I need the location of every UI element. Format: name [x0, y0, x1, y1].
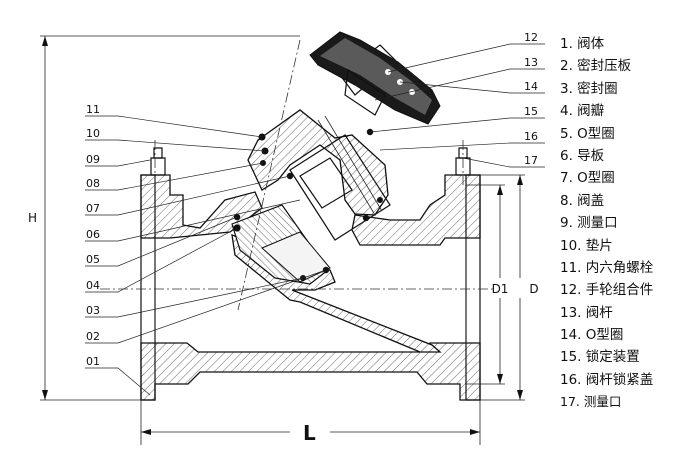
legend-item-9: 9. 测量口: [560, 215, 618, 232]
callout-04: 04: [86, 279, 100, 292]
callout-03: 03: [86, 304, 100, 317]
right-callouts: 12 13 14 15 16 17: [524, 31, 538, 167]
callout-13: 13: [524, 56, 538, 69]
callout-14: 14: [524, 80, 538, 93]
centerlines: [100, 39, 495, 311]
legend-item-6: 6. 导板: [560, 147, 605, 164]
legend-item-12: 12. 手轮组合件: [560, 282, 654, 299]
legend-item-15: 15. 锁定装置: [560, 349, 640, 366]
legend-item-8: 8. 阀盖: [560, 192, 605, 209]
callout-06: 06: [86, 228, 100, 241]
legend-item-17: 17. 测量口: [560, 394, 622, 410]
callout-15: 15: [524, 105, 538, 118]
bonnet: [247, 109, 389, 216]
valve-body: [140, 174, 481, 401]
dim-label-d1: D1: [492, 282, 509, 296]
dim-label-d: D: [529, 282, 538, 296]
callout-02: 02: [86, 330, 100, 343]
legend-item-1: 1. 阀体: [560, 36, 605, 52]
callout-09: 09: [86, 153, 100, 166]
handwheel: [309, 31, 441, 125]
left-leader-lines: [85, 115, 327, 396]
callout-08: 08: [86, 177, 100, 190]
callout-11: 11: [86, 103, 100, 116]
right-leader-lines: [369, 43, 545, 168]
callout-17: 17: [524, 154, 538, 167]
legend-item-13: 13. 阀杆: [560, 304, 613, 321]
parts-legend: 1. 阀体 2. 密封压板 3. 密封圈 4. 阀瓣 5. O型圈 6. 导板 …: [560, 33, 678, 414]
callout-07: 07: [86, 202, 100, 215]
dim-label-h: H: [28, 211, 37, 225]
legend-item-10: 10. 垫片: [560, 237, 613, 254]
callout-12: 12: [524, 31, 538, 44]
dimension-lines: [40, 35, 525, 445]
callout-01: 01: [86, 355, 100, 368]
legend-item-7: 7. O型圈: [560, 170, 615, 187]
callout-05: 05: [86, 253, 100, 266]
callout-16: 16: [524, 130, 538, 143]
legend-item-14: 14. O型圈: [560, 327, 624, 344]
callout-10: 10: [86, 127, 100, 140]
legend-item-4: 4. 阀瓣: [560, 103, 605, 120]
legend-item-3: 3. 密封圈: [560, 80, 618, 97]
legend-item-11: 11. 内六角螺栓: [560, 259, 654, 276]
fasteners: [150, 128, 471, 222]
legend-item-2: 2. 密封压板: [560, 58, 632, 75]
legend-item-16: 16. 阀杆锁紧盖: [560, 371, 654, 388]
legend-item-5: 5. O型圈: [560, 125, 615, 142]
dim-label-l: L: [303, 421, 316, 445]
left-callouts: 11 10 09 08 07 06 05 04 03 02 01: [86, 103, 100, 368]
